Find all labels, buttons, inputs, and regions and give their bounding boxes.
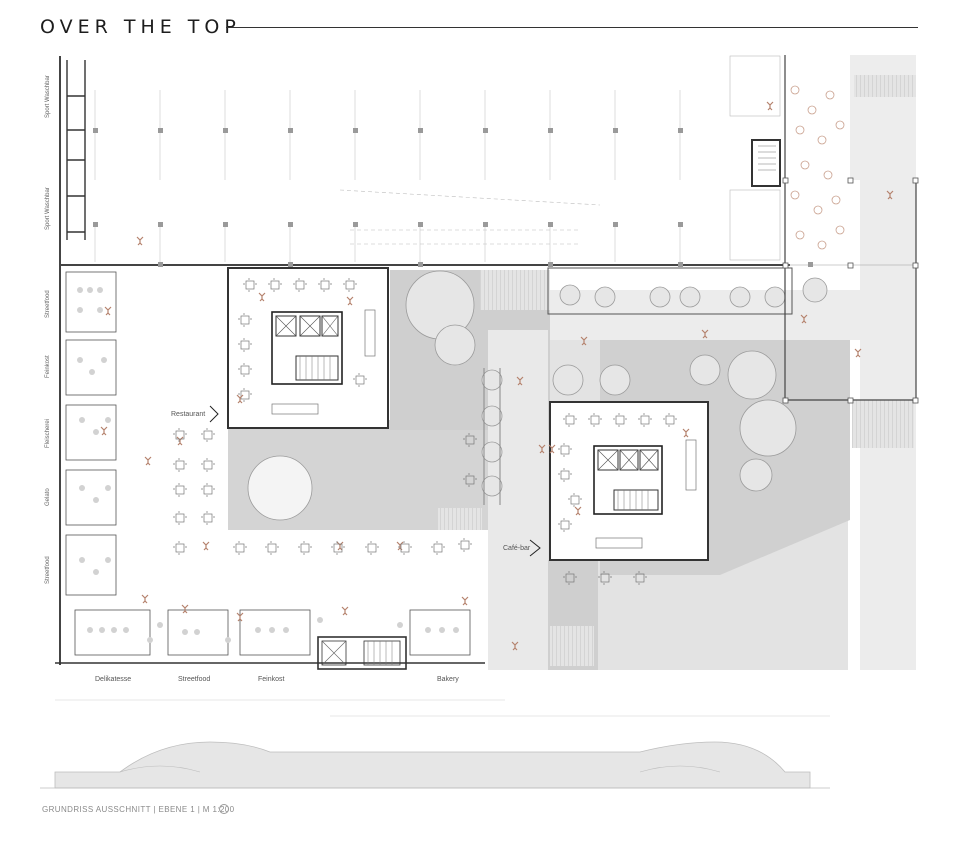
label-shop-2: Streetfood bbox=[178, 676, 211, 683]
side-label: Streetfood bbox=[45, 290, 51, 318]
label-restaurant: Restaurant bbox=[171, 411, 206, 418]
sheet-title: OVER THE TOP bbox=[40, 16, 241, 38]
terrace-strip bbox=[483, 267, 793, 505]
parking-columns bbox=[93, 128, 813, 267]
side-label: Fleischerei bbox=[45, 418, 51, 448]
west-facade bbox=[65, 60, 117, 596]
east-columns bbox=[782, 177, 919, 404]
entrance-arrow-icon bbox=[209, 405, 541, 557]
south-shops bbox=[55, 609, 485, 664]
side-label: Gelato bbox=[45, 488, 51, 506]
restaurant-block bbox=[227, 267, 389, 429]
parking-deck bbox=[59, 55, 790, 665]
side-label: Sport Waschbar bbox=[45, 75, 51, 118]
side-label: Feinkost bbox=[45, 355, 51, 378]
shop-seating bbox=[77, 287, 459, 643]
north-arrow-icon bbox=[219, 804, 229, 814]
title-rule bbox=[226, 27, 918, 28]
side-label: Sport Waschbar bbox=[45, 187, 51, 230]
east-seating bbox=[790, 85, 845, 250]
side-label: Streetfood bbox=[45, 556, 51, 584]
tree-canopies bbox=[247, 270, 828, 521]
label-shop-1: Delikatesse bbox=[95, 676, 132, 683]
label-shop-3: Feinkost bbox=[258, 676, 285, 683]
drawing-caption: GRUNDRISS AUSSCHNITT | EBENE 1 | M 1:200 bbox=[42, 805, 235, 814]
label-cafe: Café-bar bbox=[503, 545, 531, 552]
section-drawing bbox=[40, 699, 830, 789]
south-core bbox=[317, 636, 407, 670]
label-shop-4: Bakery bbox=[437, 676, 459, 683]
sheet-header: OVER THE TOP bbox=[40, 14, 920, 40]
cafe-block bbox=[548, 401, 709, 561]
